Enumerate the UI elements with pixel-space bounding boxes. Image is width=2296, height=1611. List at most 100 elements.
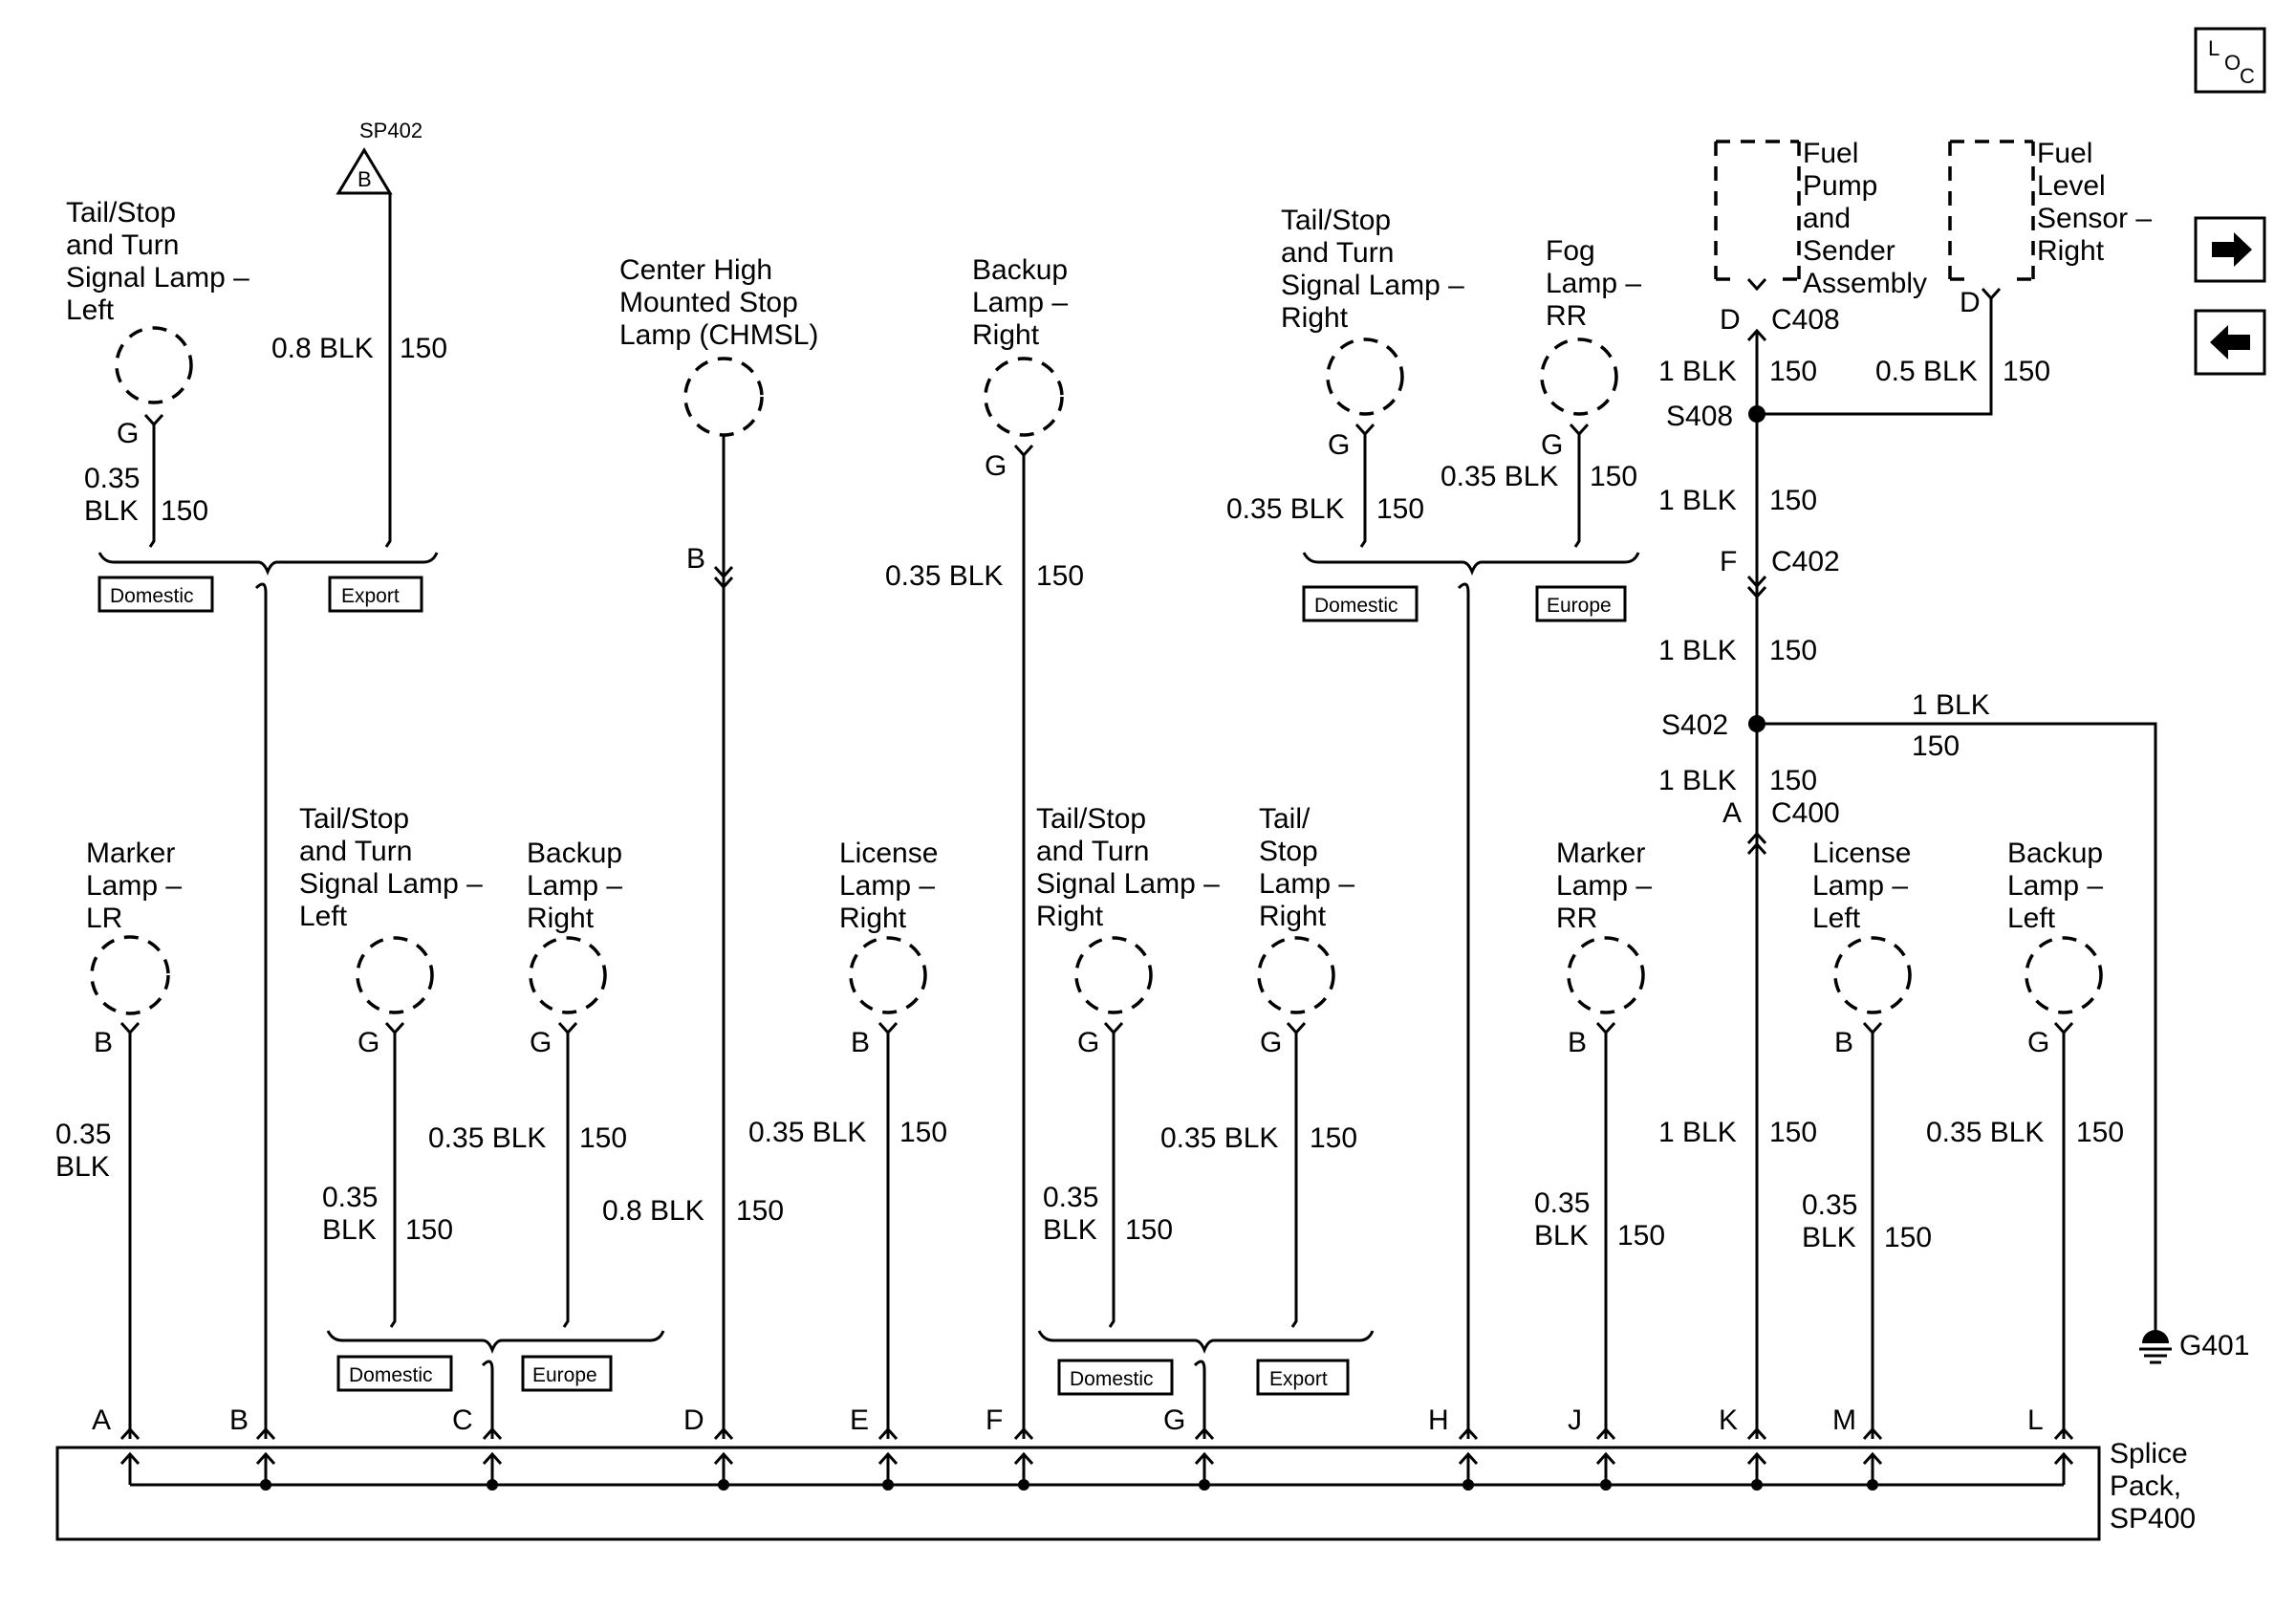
connector-tick	[2053, 1426, 2074, 1441]
fuel-level-sensor-right: Fuel Level Sensor – Right	[1948, 138, 2152, 281]
circuit-number: 150	[579, 1122, 627, 1154]
wire	[1354, 423, 1375, 548]
pin-label: B	[1568, 1027, 1587, 1058]
wire-label: 1 BLK	[1658, 485, 1737, 516]
connector-tick	[255, 1426, 276, 1441]
splice-pin-label: F	[986, 1404, 1003, 1436]
tail-stop-lamp-right: Tail/ Stop Lamp – Right	[1257, 803, 1362, 1014]
arrow-right-icon[interactable]	[2194, 216, 2266, 283]
pin-label: B	[686, 543, 705, 575]
connector-tick	[713, 1426, 734, 1441]
tail-stop-turn-lamp-right-top: Tail/Stop and Turn Signal Lamp – Right	[1281, 205, 1472, 416]
connector-tick	[1746, 1426, 1767, 1441]
wire-label: 1 BLK	[1658, 356, 1737, 387]
wire-label: 0.35 BLK	[1226, 493, 1344, 525]
loc-letter-o: O	[2224, 51, 2241, 75]
splice-dot	[1018, 1479, 1029, 1491]
connector-tick	[1194, 1426, 1215, 1441]
lamp-symbol	[90, 935, 170, 1015]
connector-tick	[1862, 1426, 1883, 1441]
component-label: License Lamp – Right	[839, 838, 946, 934]
circuit-number: 150	[2076, 1117, 2124, 1148]
wire	[557, 1021, 578, 1328]
splice-dot	[260, 1479, 271, 1491]
tail-stop-turn-lamp-left-top: Tail/Stop and Turn Signal Lamp – Left	[66, 197, 257, 404]
location-icon[interactable]: L O C	[2194, 27, 2266, 94]
connector-c402: C402	[1771, 546, 1840, 577]
circuit-number: 150	[1769, 485, 1817, 516]
pin-label: B	[851, 1027, 870, 1058]
splice-pin-label: J	[1568, 1404, 1582, 1436]
wire	[384, 193, 392, 548]
wire-label: 0.35 BLK	[748, 1117, 866, 1148]
backup-lamp-right-top: Backup Lamp – Right	[972, 254, 1068, 437]
wire	[143, 413, 164, 548]
wire	[1569, 423, 1590, 548]
connector-tick	[1595, 1426, 1616, 1441]
wire	[1286, 1021, 1307, 1328]
wire-label: 0.35 BLK	[1534, 1187, 1598, 1252]
wire-j	[1595, 1021, 1616, 1439]
component-label: Center High Mounted Stop Lamp (CHMSL)	[619, 254, 818, 351]
lamp-symbol	[1074, 936, 1153, 1014]
svg-text:Domestic: Domestic	[349, 1364, 433, 1386]
svg-text:Export: Export	[341, 585, 400, 607]
wire-label: 1 BLK	[1658, 765, 1737, 796]
splice-dot	[1462, 1479, 1474, 1491]
component-label: Tail/ Stop Lamp – Right	[1259, 803, 1362, 932]
circuit-number: 150	[1590, 461, 1637, 492]
option-brace	[97, 552, 439, 577]
svg-text:Domestic: Domestic	[1314, 595, 1398, 617]
svg-text:Export: Export	[1269, 1368, 1328, 1390]
splice-label: S402	[1661, 709, 1728, 741]
ground-g401-icon	[2139, 1330, 2172, 1364]
splice-pin-label: L	[2027, 1404, 2044, 1436]
component-label: License Lamp – Left	[1812, 838, 1919, 934]
splice-dot	[1600, 1479, 1612, 1491]
wire	[384, 1021, 405, 1328]
pin-label: G	[530, 1027, 552, 1058]
circuit-number: 150	[1125, 1214, 1173, 1246]
wire-c	[481, 1360, 494, 1439]
component-label: Tail/Stop and Turn Signal Lamp – Right	[1036, 803, 1227, 932]
splice-dot	[1867, 1479, 1878, 1491]
lamp-symbol	[849, 936, 927, 1014]
wire-label: 1 BLK	[1912, 689, 1990, 721]
wire-label: 0.35 BLK	[885, 560, 1003, 592]
pin-label: A	[1722, 797, 1742, 829]
circuit-number: 150	[899, 1117, 947, 1148]
license-lamp-left: License Lamp – Left	[1812, 838, 1919, 1014]
splice-pin-label: C	[452, 1404, 473, 1436]
circuit-number: 150	[1912, 730, 1960, 762]
wire-e	[877, 1021, 899, 1439]
pin-label: G	[357, 1027, 379, 1058]
option-tag-domestic: Domestic	[1302, 585, 1419, 622]
option-tag-domestic: Domestic	[336, 1355, 453, 1392]
wire-h	[1457, 582, 1470, 1439]
lamp-symbol	[1540, 337, 1618, 416]
component-label: Tail/Stop and Turn Signal Lamp – Left	[66, 197, 257, 326]
lamp-symbol	[984, 357, 1064, 437]
circuit-number: 150	[1376, 493, 1424, 525]
wire-f	[1013, 444, 1034, 1439]
lamp-symbol	[356, 936, 434, 1014]
arrow-left-icon[interactable]	[2194, 309, 2266, 376]
splice-dot	[882, 1479, 894, 1491]
svg-text:Europe: Europe	[532, 1364, 597, 1386]
connector-tick	[119, 1426, 141, 1441]
circuit-number: 150	[405, 1214, 453, 1246]
marker-lamp-lr: Marker Lamp – LR	[86, 838, 182, 1015]
wire-label: 0.35 BLK	[1802, 1189, 1866, 1253]
pin-label: G	[1260, 1027, 1282, 1058]
wire-b	[254, 582, 268, 1439]
connector-tick	[877, 1426, 899, 1441]
option-tag-domestic: Domestic	[1057, 1359, 1174, 1396]
circuit-number: 150	[400, 333, 447, 364]
splice-pin-label: K	[1719, 1404, 1738, 1436]
splice-arrow	[119, 1451, 141, 1485]
license-lamp-right: License Lamp – Right	[839, 838, 946, 1014]
connector-c400: C400	[1771, 797, 1840, 829]
component-label: Tail/Stop and Turn Signal Lamp – Right	[1281, 205, 1472, 334]
sp402-splice-pack: SP402 B	[336, 119, 422, 195]
lamp-symbol	[1257, 936, 1335, 1014]
